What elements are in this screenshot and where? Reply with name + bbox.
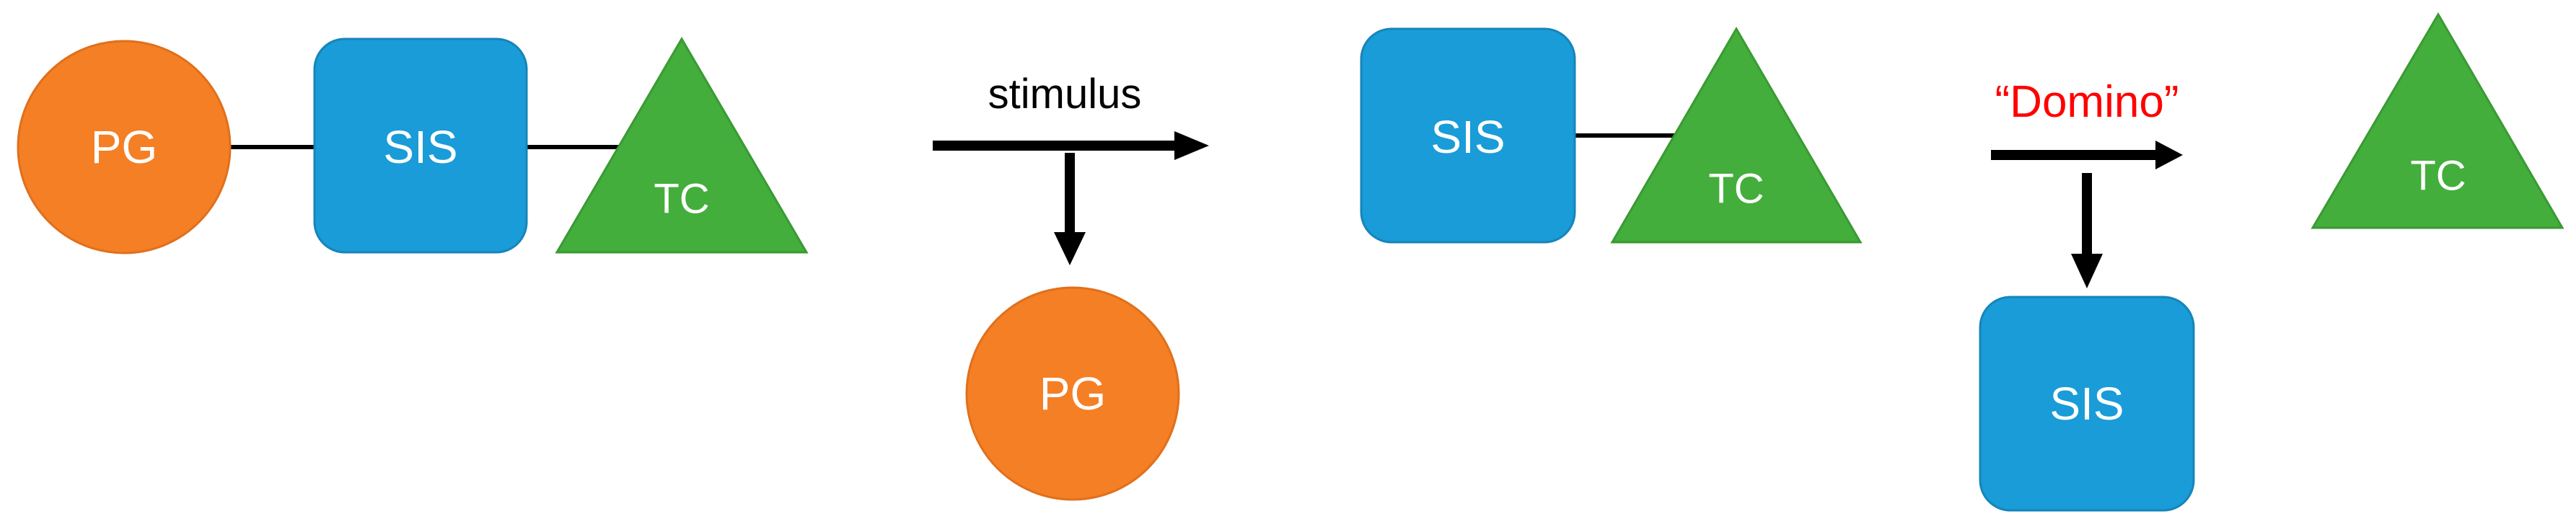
stage1-tc-label: TC — [654, 176, 709, 223]
released-sis-box: SIS — [1979, 296, 2195, 512]
stage1-tc-triangle: TC — [555, 37, 809, 254]
stage1-pg-circle: PG — [17, 40, 232, 254]
stage1-sis-label: SIS — [383, 121, 457, 173]
pg-release-arrowhead — [1054, 232, 1086, 265]
released-sis-label: SIS — [2049, 378, 2124, 430]
stage1-pg-label: PG — [91, 121, 157, 173]
stage1-sis-box: SIS — [313, 37, 528, 254]
stage2-group: SIS TC — [1360, 27, 1863, 244]
stage2-tc-triangle: TC — [1610, 27, 1863, 244]
domino-label: “Domino” — [1995, 77, 2179, 127]
sis-release-arrowhead — [2071, 254, 2103, 288]
stage1-group: PG SIS TC — [17, 37, 809, 254]
stimulus-label: stimulus — [988, 71, 1142, 118]
stimulus-arrow-group: stimulus PG — [933, 71, 1209, 501]
released-pg-circle: PG — [965, 286, 1180, 501]
stage2-tc-label: TC — [1708, 166, 1764, 213]
stage3-tc-label: TC — [2410, 153, 2466, 200]
released-pg-label: PG — [1039, 368, 1106, 420]
domino-arrowhead — [2155, 141, 2183, 169]
stage2-sis-label: SIS — [1430, 111, 1505, 163]
stage2-sis-box: SIS — [1360, 27, 1576, 244]
stage3-group: TC — [2311, 12, 2564, 229]
stimulus-arrowhead — [1174, 131, 1209, 160]
domino-arrow-group: “Domino” SIS — [1979, 77, 2195, 512]
stage3-tc-triangle: TC — [2311, 12, 2564, 229]
